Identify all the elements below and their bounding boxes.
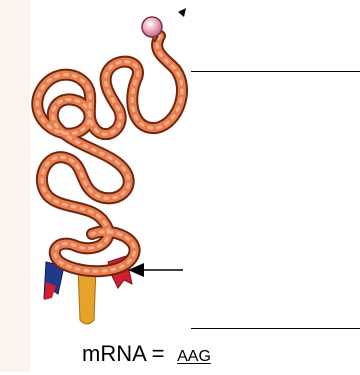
top-pointer-arrow <box>178 8 186 17</box>
answer-blank-bottom[interactable] <box>191 328 360 329</box>
answer-blank-top[interactable] <box>191 71 360 72</box>
mrna-label: mRNA = <box>82 341 171 366</box>
mrna-codon-row: mRNA = AAG <box>82 336 211 372</box>
background-shading <box>0 0 30 372</box>
folded-chain <box>37 36 182 271</box>
end-bead <box>142 17 162 37</box>
mrna-codon: AAG <box>177 348 211 365</box>
